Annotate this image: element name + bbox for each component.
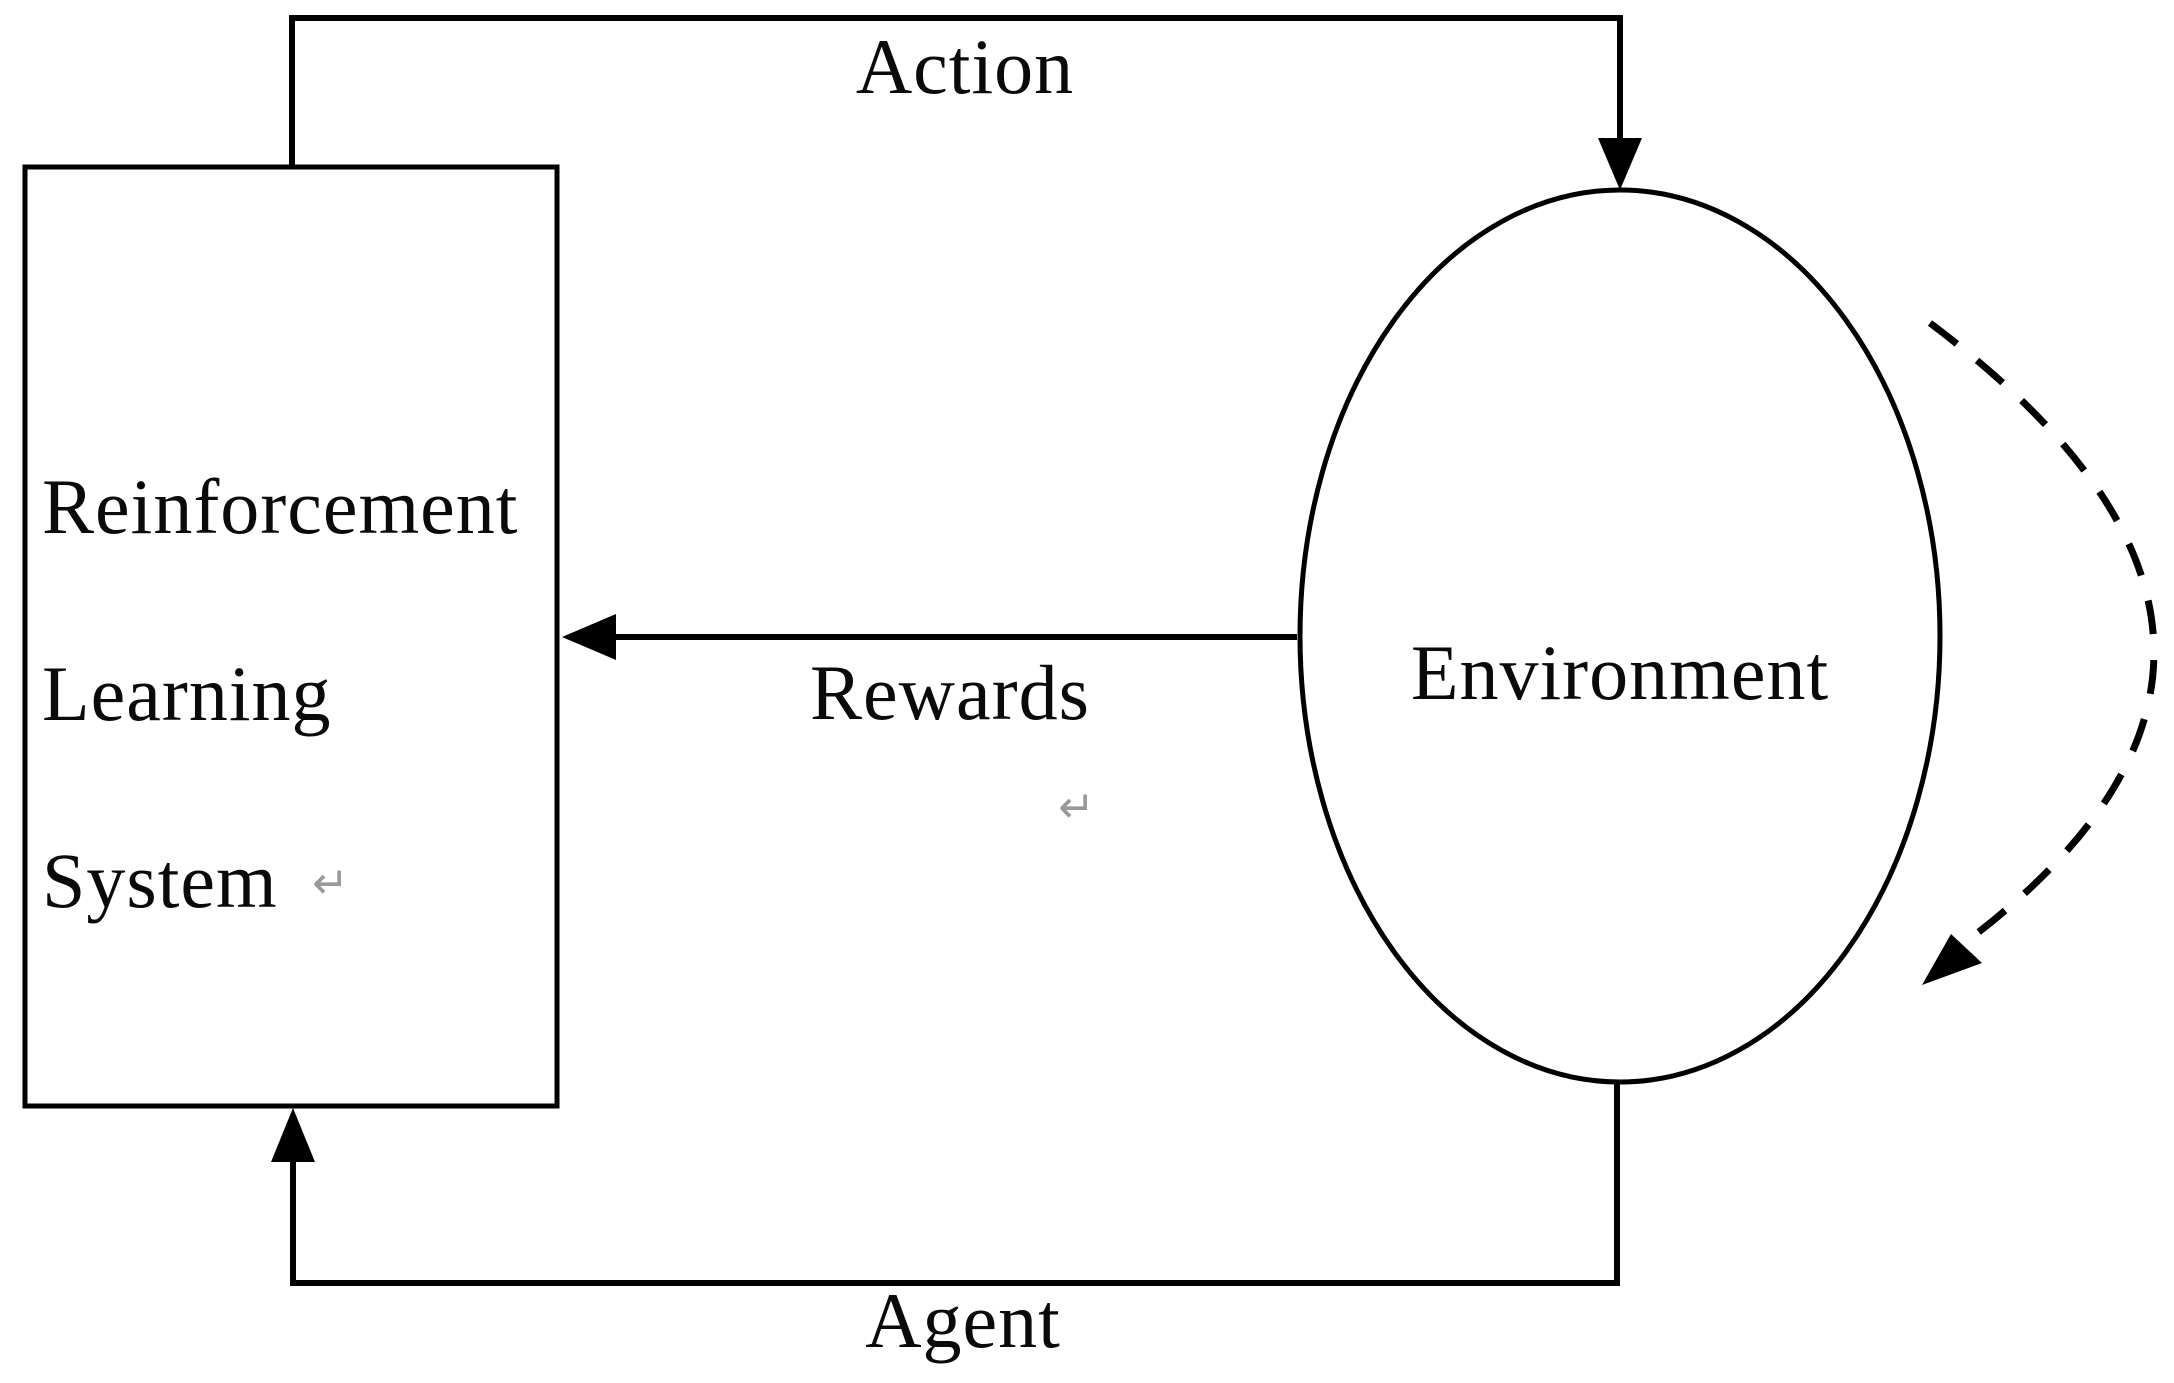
environment-label: Environment — [1410, 629, 1830, 716]
mid-canvas-return-mark-icon: ↵ — [1058, 782, 1095, 833]
agent-connector — [290, 1082, 1620, 1286]
action-arrowhead-down-icon — [1598, 138, 1642, 190]
agent-arrowhead-up-icon — [271, 1108, 315, 1162]
environment-loop-dashed-arc — [1927, 320, 2158, 953]
action-connector — [289, 15, 1623, 167]
rewards-arrowhead-left-icon — [562, 614, 616, 660]
box-label-line3: System — [42, 837, 278, 924]
system-return-mark-icon: ↵ — [312, 858, 349, 909]
box-label-line2: Learning — [42, 650, 332, 737]
agent-label: Agent — [865, 1277, 1061, 1364]
action-label: Action — [855, 23, 1075, 110]
rewards-label: Rewards — [810, 649, 1090, 736]
rl-system-box — [22, 164, 560, 1109]
box-label-line1: Reinforcement — [42, 463, 519, 550]
loop-arrowhead-icon — [1922, 934, 1982, 985]
